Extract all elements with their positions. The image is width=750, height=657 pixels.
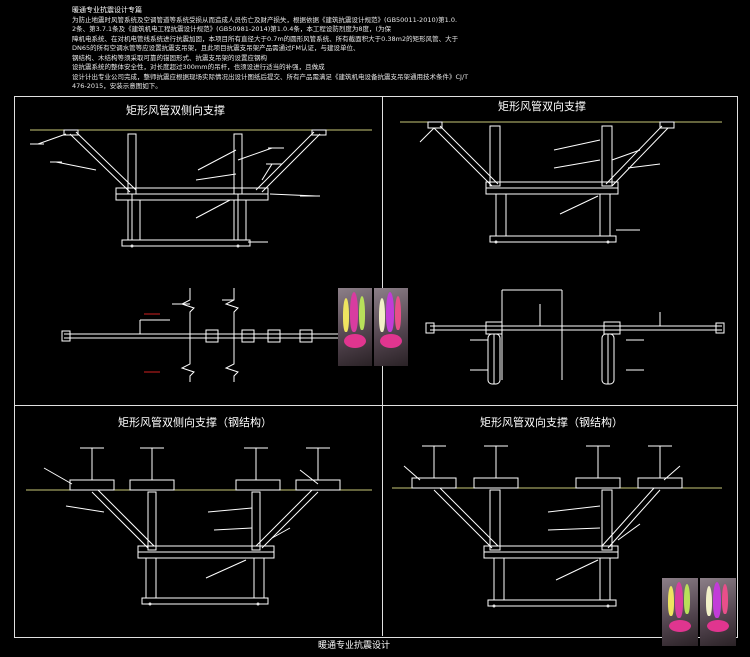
panel-title-top-left: 矩形风管双侧向支撑 (126, 104, 225, 117)
panel-title-top-right: 矩形风管双向支撑 (498, 100, 586, 113)
product-photo (374, 288, 408, 366)
notes-line: 为防止地震时风管系统及空调管道等系统受损从而造成人员伤亡及财产损失，根据依据《建… (72, 15, 458, 24)
notes-line: DN65的所有空调水管等应设置抗震支吊架，且此项目抗震支吊架产品需通过FM认证，… (72, 44, 360, 52)
drawing-frame (14, 96, 738, 638)
top-right-plan-view (425, 289, 725, 385)
bottom-right-bracing-drawing (392, 445, 722, 607)
product-photo (662, 578, 698, 646)
notes-line: 钢结构、木结构等须采取可靠的锚固形式、抗震支吊架的设置应钢构 (72, 53, 267, 62)
top-right-bracing-drawing (400, 121, 722, 243)
notes-line: 设计计出专业公司完成，整师抗震应根据现场实际情况出设计图纸后提交、所有产品需满足… (72, 72, 469, 81)
panel-divider-vertical-lower (382, 405, 383, 636)
top-left-plan-view (61, 288, 363, 382)
drawing-footer-title: 暖通专业抗震设计 (318, 641, 391, 651)
panel-divider-vertical (382, 96, 383, 405)
notes-line: 2条、第3.7.1条及《建筑机电工程抗震设计规范》(GB50981-2014)第… (72, 25, 392, 33)
design-notes: 暖通专业抗震设计专篇 为防止地震时风管系统及空调管道等系统受损从而造成人员伤亡及… (72, 6, 672, 92)
panel-title-bottom-left: 矩形风管双侧向支撑（钢结构） (118, 416, 272, 429)
panel-title-bottom-right: 矩形风管双向支撑（钢结构） (480, 416, 623, 429)
notes-line: 设抗震系统的整体安全性，对长度超过300mm的吊杆，也须设进行适当的补强，且做成 (72, 63, 325, 71)
bottom-left-bracing-drawing (26, 447, 372, 605)
product-photo (700, 578, 736, 646)
notes-line: 476-2015，安装示意图如下。 (72, 82, 162, 90)
product-photo (338, 288, 372, 366)
notes-title: 暖通专业抗震设计专篇 (72, 6, 142, 14)
panel-divider-horizontal (14, 405, 737, 406)
top-left-bracing-drawing (30, 129, 372, 247)
notes-line: 障机电系统、在对机电管线系统进行抗震加固，本项目所有直径大于0.7m的圆形风管系… (72, 34, 459, 43)
